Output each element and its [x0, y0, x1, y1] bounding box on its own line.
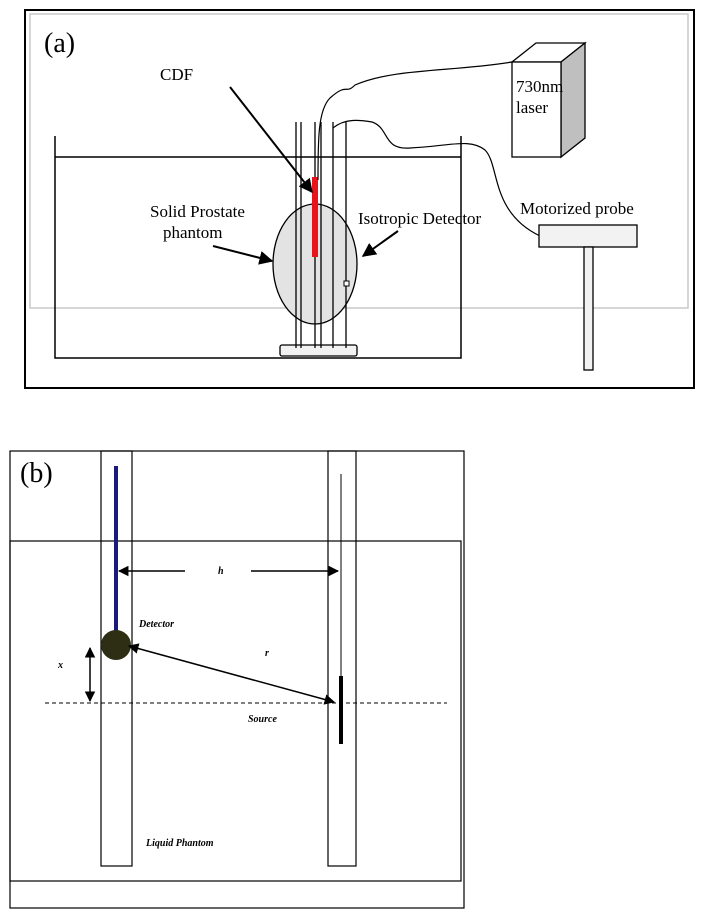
- detector-ball: [101, 630, 131, 660]
- detector-wire: [332, 119, 541, 237]
- isotropic-detector-label: Isotropic Detector: [358, 209, 482, 228]
- cdf-arrow: [229, 86, 313, 194]
- panel-b-frame: [9, 450, 465, 909]
- detector-mark: [343, 280, 350, 287]
- liquid-phantom-box: [9, 540, 462, 882]
- x-label: x: [57, 660, 63, 671]
- source-catheter: [327, 450, 357, 867]
- phantom-label-line2: phantom: [163, 223, 223, 242]
- panel-a: (a) 730nm laser: [24, 9, 695, 389]
- laser-label-line1: 730nm: [516, 77, 563, 96]
- detector-arrow: [361, 230, 399, 257]
- h-label: h: [218, 566, 224, 577]
- panel-b-label: (b): [20, 458, 53, 489]
- phantom-arrow: [212, 245, 274, 265]
- probe-label: Motorized probe: [520, 199, 634, 218]
- liquid-phantom-label: Liquid Phantom: [145, 838, 214, 849]
- motorized-probe-head: [538, 224, 638, 248]
- panel-a-frame: [24, 9, 695, 389]
- laser-fiber-wire: [317, 61, 513, 181]
- motorized-probe-stem: [583, 246, 594, 371]
- phantom-base: [279, 344, 358, 357]
- laser-box: [510, 41, 587, 159]
- detector-label: Detector: [138, 619, 174, 630]
- catheter-rods: [295, 122, 347, 348]
- cdf-label: CDF: [160, 65, 193, 84]
- r-arrow: [127, 643, 336, 705]
- tank-outline: [54, 136, 462, 359]
- panel-a-label: (a): [44, 28, 75, 59]
- source-label: Source: [248, 714, 277, 725]
- cdf-fiber: [312, 177, 318, 257]
- panel-a-inner-frame: [29, 13, 689, 309]
- laser-label-line2: laser: [516, 98, 548, 117]
- r-label: r: [265, 648, 269, 659]
- panel-b: (b) h r x Detector Source Liquid Phantom: [9, 450, 465, 909]
- phantom-label-line1: Solid Prostate: [150, 202, 245, 221]
